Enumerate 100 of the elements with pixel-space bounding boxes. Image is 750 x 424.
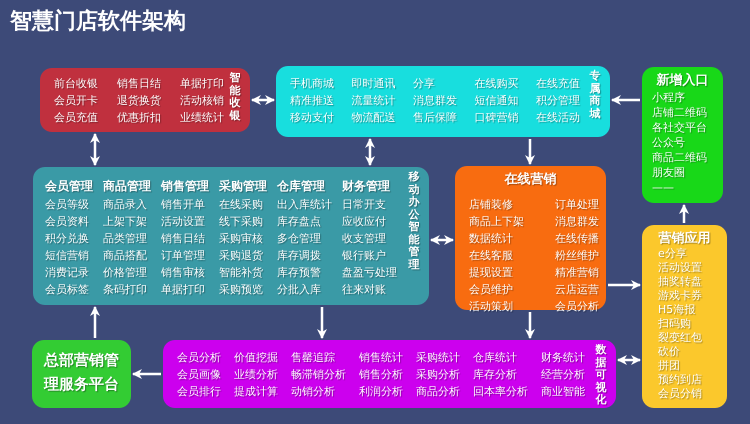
feature-label: 提成计算 — [234, 384, 278, 400]
feature-label: 出入库统计 — [277, 197, 332, 213]
feature-label: 积分管理 — [536, 93, 580, 109]
feature-label: 售罄追踪 — [291, 350, 335, 366]
module-title: 移动办公智能管理 — [407, 171, 421, 271]
feature-label: 盘盈亏处理 — [342, 265, 397, 281]
feature-label: 销售审核 — [161, 265, 205, 281]
feature-label: 库存预警 — [277, 265, 321, 281]
arrow — [608, 280, 641, 290]
feature-label: 采购分析 — [416, 367, 460, 383]
feature-label: 活动设置 — [658, 261, 702, 275]
arrow — [90, 306, 100, 338]
feature-label: 在线客服 — [469, 248, 513, 264]
feature-label: 积分兑换 — [45, 231, 89, 247]
feature-label: 订单管理 — [161, 248, 205, 264]
feature-label: 在线购买 — [474, 76, 518, 92]
feature-label: 小程序 — [652, 90, 685, 105]
feature-label: 流量统计 — [352, 93, 396, 109]
feature-label: 在线活动 — [536, 110, 580, 126]
column-heading: 财务管理 — [342, 178, 390, 195]
feature-label: 粉丝维护 — [555, 248, 599, 264]
feature-label: 库存分析 — [473, 367, 517, 383]
feature-label: 会员维护 — [469, 282, 513, 298]
feature-label: 预约到店 — [658, 373, 702, 387]
feature-label: 退货换货 — [117, 93, 161, 109]
module-title: 新增入口 — [656, 72, 710, 89]
arrow — [679, 204, 689, 223]
feature-label: 商业智能 — [541, 384, 585, 400]
feature-label: 畅滞销分析 — [291, 367, 346, 383]
feature-label: 日常开支 — [342, 197, 386, 213]
feature-label: 公众号 — [652, 135, 685, 150]
feature-label: 商品录入 — [103, 197, 147, 213]
feature-label: 价格管理 — [103, 265, 147, 281]
feature-label: 会员等级 — [45, 197, 89, 213]
feature-label: 仓库统计 — [473, 350, 517, 366]
feature-label: 销售日结 — [161, 231, 205, 247]
feature-label: 移动支付 — [290, 110, 334, 126]
feature-label: 活动核销 — [180, 93, 224, 109]
feature-label: 云店运营 — [555, 282, 599, 298]
feature-label: 会员分销 — [658, 387, 702, 401]
arrow — [611, 95, 640, 105]
module-box — [33, 167, 429, 305]
feature-label: 销售开单 — [161, 197, 205, 213]
feature-label: 消息群发 — [413, 93, 457, 109]
feature-label: 智能补货 — [219, 265, 263, 281]
feature-label: 采购审核 — [219, 231, 263, 247]
feature-label: 应收应付 — [342, 214, 386, 230]
arrow — [90, 133, 100, 166]
feature-label: 前台收银 — [54, 76, 98, 92]
feature-label: 在线传播 — [555, 231, 599, 247]
feature-label: 精准推送 — [290, 93, 334, 109]
arrow — [430, 235, 454, 245]
feature-label: 会员分析 — [555, 299, 599, 315]
module-box — [455, 166, 606, 310]
column-heading: 仓库管理 — [277, 178, 325, 195]
module-box — [32, 340, 131, 408]
feature-label: 收支管理 — [342, 231, 386, 247]
feature-label: 经营分析 — [541, 367, 585, 383]
feature-label: 线下采购 — [219, 214, 263, 230]
arrow — [251, 95, 275, 105]
module-box — [163, 340, 616, 408]
feature-label: 往来对账 — [342, 282, 386, 298]
feature-label: 销售分析 — [359, 367, 403, 383]
feature-label: 物流配送 — [352, 110, 396, 126]
module-box — [40, 68, 250, 132]
feature-label: 会员标签 — [45, 282, 89, 298]
feature-label: 会员开卡 — [54, 93, 98, 109]
feature-label: 会员分析 — [177, 350, 221, 366]
feature-label: 订单处理 — [555, 197, 599, 213]
feature-label: 游戏卡券 — [658, 289, 702, 303]
feature-label: 商品二维码 — [652, 150, 707, 165]
feature-label: 商品分析 — [416, 384, 460, 400]
feature-label: 价值挖掘 — [234, 350, 278, 366]
feature-label: 单据打印 — [180, 76, 224, 92]
feature-label: 口碑营销 — [474, 110, 518, 126]
module-box — [642, 225, 727, 408]
feature-label: 各社交平台 — [652, 120, 707, 135]
feature-label: 销售统计 — [359, 350, 403, 366]
feature-label: 店铺装修 — [469, 197, 513, 213]
feature-label: 业绩统计 — [180, 110, 224, 126]
feature-label: 朋友圈 — [652, 165, 685, 180]
column-heading: 会员管理 — [45, 178, 93, 195]
module-title: 专属商城 — [588, 70, 602, 120]
feature-label: 消费记录 — [45, 265, 89, 281]
page-title: 智慧门店软件架构 — [10, 8, 186, 36]
column-heading: 商品管理 — [103, 178, 151, 195]
feature-label: 数据统计 — [469, 231, 513, 247]
module-box — [642, 67, 723, 203]
feature-label: 财务统计 — [541, 350, 585, 366]
feature-label: 拼团 — [658, 359, 680, 373]
feature-label: 店铺二维码 — [652, 105, 707, 120]
feature-label: 提现设置 — [469, 265, 513, 281]
feature-label: 优惠折扣 — [117, 110, 161, 126]
feature-label: 采购退货 — [219, 248, 263, 264]
feature-label: 多仓管理 — [277, 231, 321, 247]
feature-label: 抽奖转盘 — [658, 275, 702, 289]
feature-label: 银行账户 — [342, 248, 386, 264]
feature-label: 商品搭配 — [103, 248, 147, 264]
feature-label: 采购预览 — [219, 282, 263, 298]
arrow — [525, 139, 535, 165]
